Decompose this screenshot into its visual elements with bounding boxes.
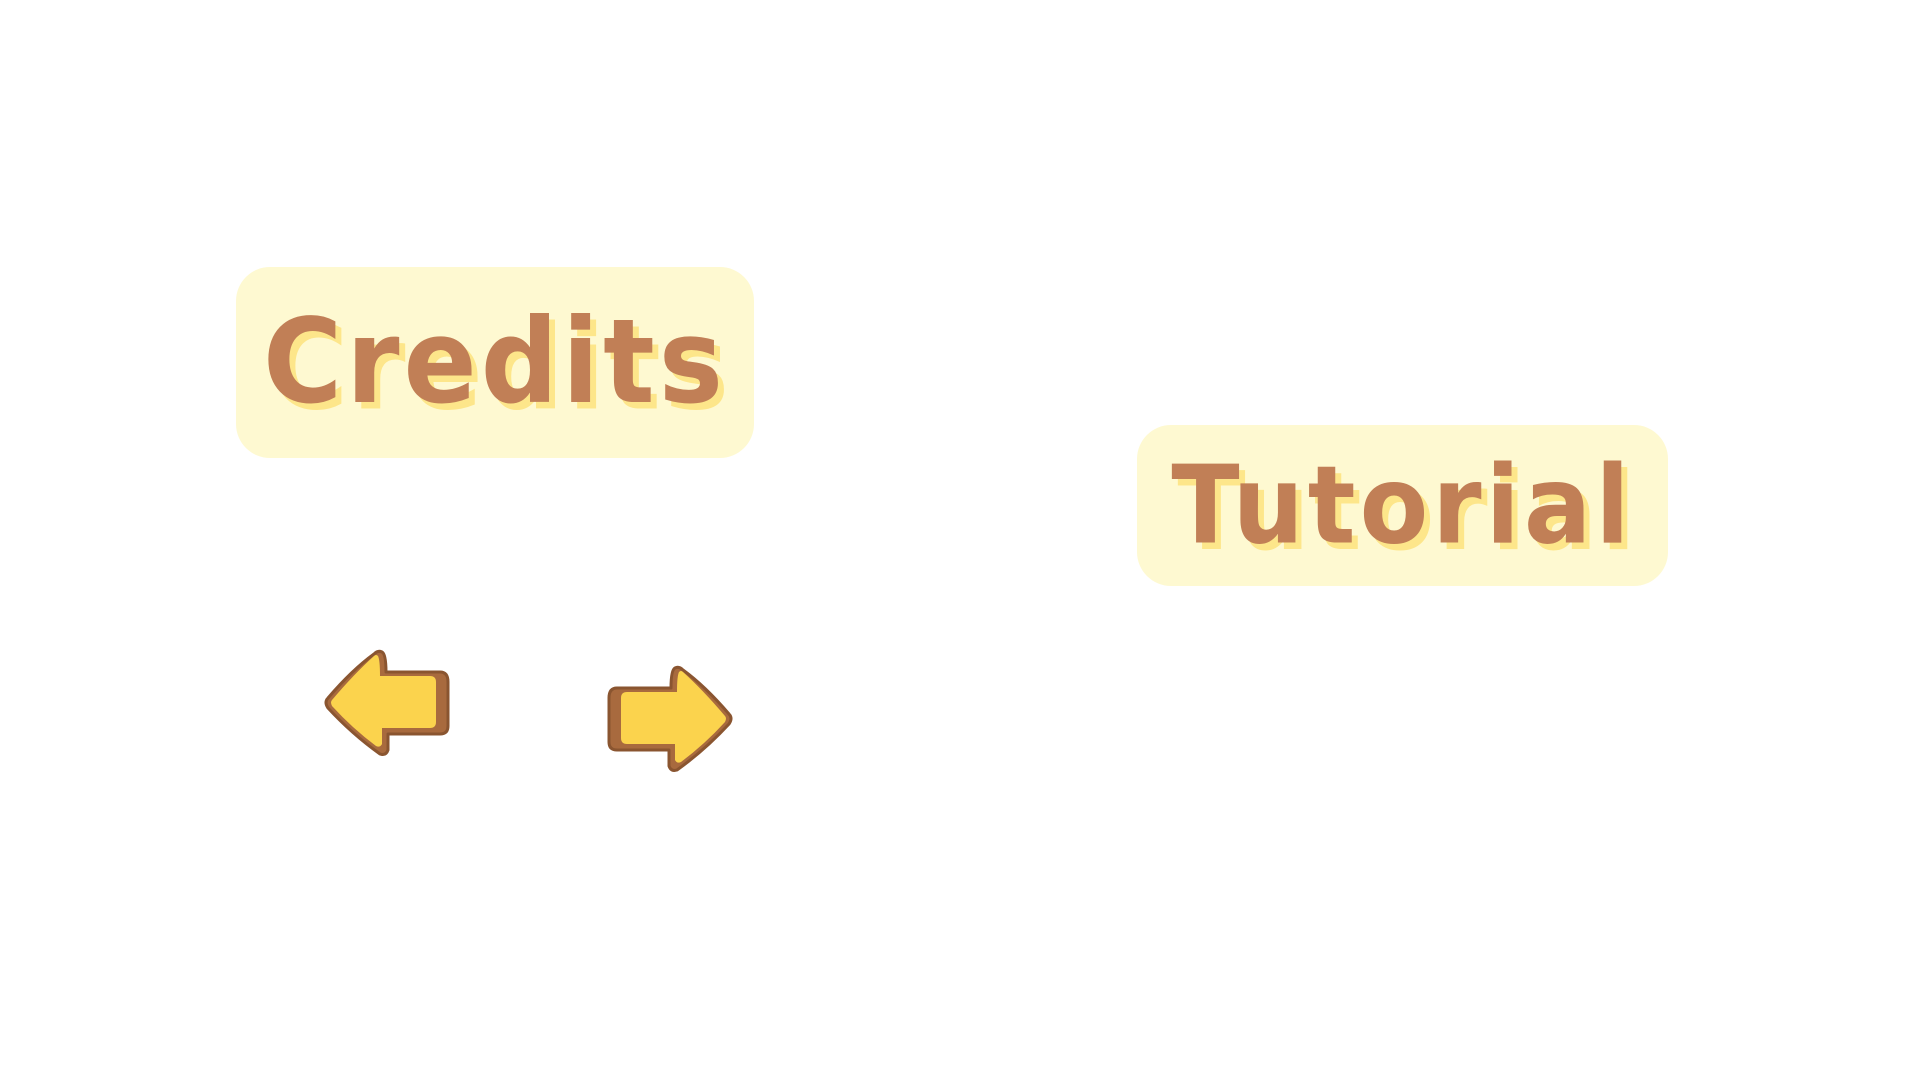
credits-label: Credits — [262, 294, 727, 430]
credits-button[interactable]: Credits — [236, 267, 754, 458]
tutorial-button[interactable]: Tutorial — [1137, 425, 1668, 586]
previous-arrow-button[interactable] — [322, 646, 452, 766]
arrow-left-icon — [324, 649, 450, 756]
tutorial-label: Tutorial — [1171, 441, 1634, 569]
next-arrow-button[interactable] — [605, 662, 735, 782]
arrow-right-icon — [607, 665, 733, 772]
